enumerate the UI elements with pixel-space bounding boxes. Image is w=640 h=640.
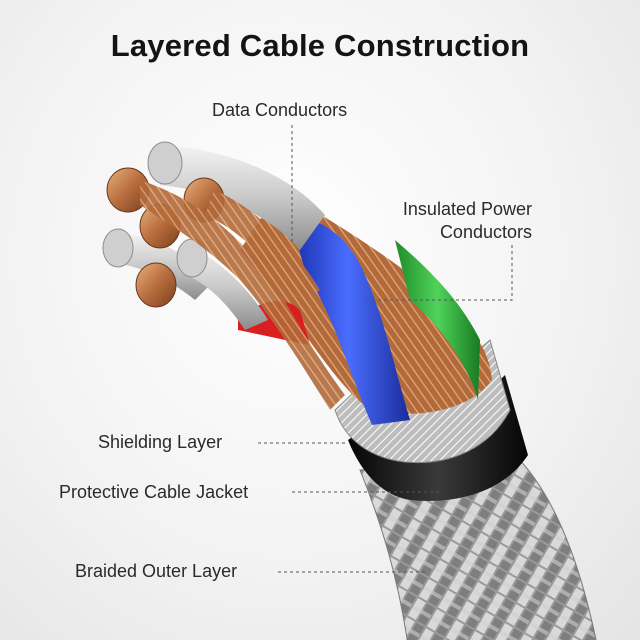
- label-shielding-layer: Shielding Layer: [98, 432, 223, 452]
- label-braided-outer-layer: Braided Outer Layer: [75, 561, 238, 581]
- label-insulated-power-conductors: Insulated Power Conductors: [312, 198, 532, 244]
- label-protective-jacket: Protective Cable Jacket: [59, 482, 249, 502]
- blue-power-wire: [298, 215, 410, 425]
- leader-lines: [258, 125, 513, 573]
- label-data-conductors: Data Conductors: [212, 100, 348, 120]
- label-insulated-power-line2: Conductors: [439, 222, 532, 242]
- data-conductors: [102, 141, 325, 330]
- braided-outer-layer: [359, 454, 597, 640]
- leader-insulated-power: [365, 245, 513, 301]
- page-title: Layered Cable Construction: [110, 28, 530, 63]
- copper-strand-ends: [106, 167, 345, 410]
- label-insulated-power-line1: Insulated Power: [402, 199, 532, 219]
- green-power-wire: [395, 240, 480, 400]
